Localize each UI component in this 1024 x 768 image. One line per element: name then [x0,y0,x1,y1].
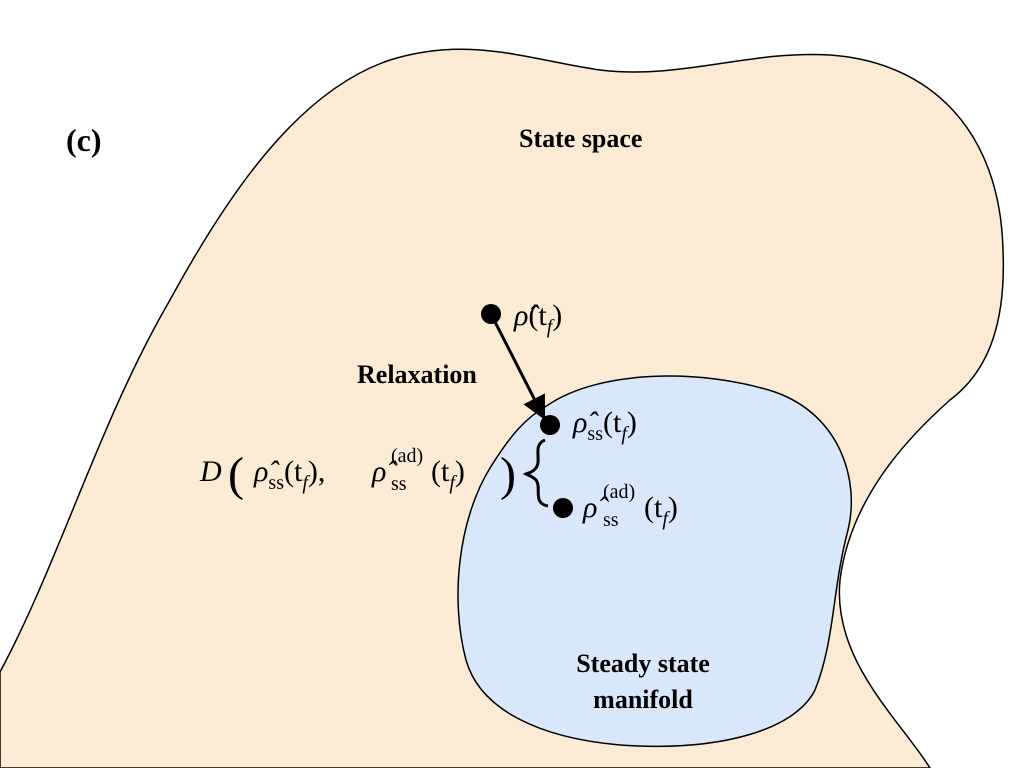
label-rho-ss-ad-tf: ρ̂ (ad) ss (tf) [582,481,678,531]
relaxation-label: Relaxation [357,360,477,389]
svg-text:(tf): (tf) [644,491,678,530]
label-rho-tf: ρ̂(tf) [513,299,562,338]
distance-brace [522,438,549,508]
state-space-label: State space [519,124,642,153]
svg-text:): ) [500,448,516,501]
svg-text:(tf): (tf) [431,455,465,494]
svg-text:ss: ss [603,509,619,531]
panel-label: (c) [66,122,102,158]
steady-state-manifold-region [457,375,852,748]
svg-text:(: ( [228,448,244,501]
relaxation-arrow [490,315,546,421]
svg-text:(ad): (ad) [603,481,635,503]
svg-text:ρ̂ss(tf),: ρ̂ss(tf), [253,455,325,494]
svg-text:(ad): (ad) [391,445,423,467]
distance-label: D ( ρ̂ss(tf), ρ̂ (ad) ss (tf) ) [199,445,516,501]
svg-text:ss: ss [391,473,407,495]
manifold-label-line1: Steady state [576,649,710,678]
manifold-label-line2: manifold [593,685,693,714]
point-rho-tf [481,304,501,324]
svg-text:ρ̂(tf): ρ̂(tf) [513,299,562,338]
svg-text:D: D [199,455,222,488]
point-rho-ss-ad-tf [553,498,573,518]
point-rho-ss-tf [540,415,560,435]
